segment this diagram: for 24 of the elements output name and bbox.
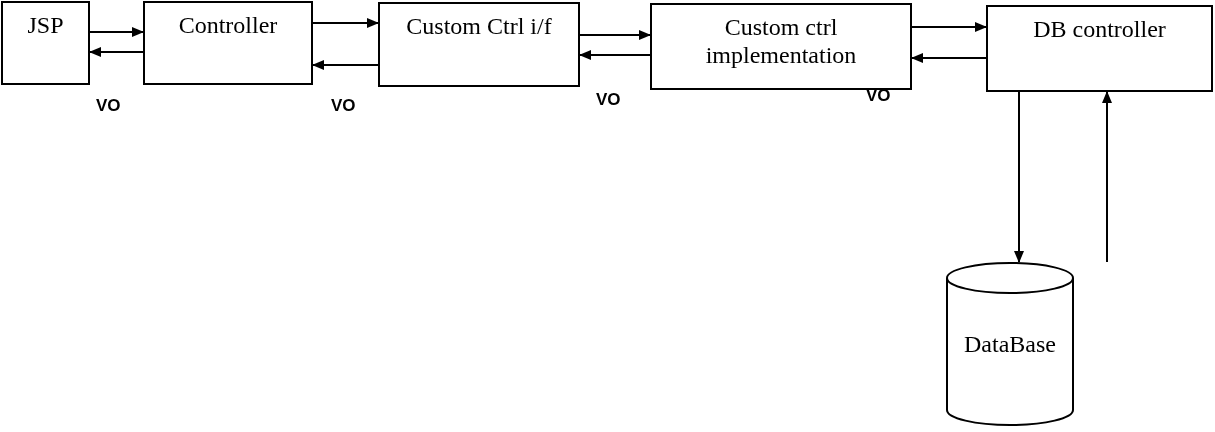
node-label: Controller: [177, 11, 279, 39]
node-label: Custom ctrl implementation: [704, 13, 858, 69]
node-label: JSP: [26, 11, 65, 39]
node-label: DB controller: [1032, 15, 1167, 43]
node-label: DataBase: [963, 330, 1057, 358]
data-label: VO: [331, 96, 356, 116]
node-label: Custom Ctrl i/f: [405, 12, 553, 40]
arrow: [312, 18, 379, 28]
process-box: [650, 3, 912, 90]
arrow: [89, 47, 144, 57]
process-box: [986, 5, 1213, 92]
arrow: [911, 22, 987, 32]
arrow: [89, 27, 144, 37]
process-box: [378, 2, 580, 87]
arrow: [1102, 91, 1112, 263]
arrow: [1014, 91, 1024, 263]
arrow: [579, 30, 651, 40]
data-label: VO: [596, 90, 621, 110]
arrow: [579, 50, 651, 60]
arrow: [312, 60, 379, 70]
process-box: [143, 1, 313, 85]
arrow: [911, 53, 987, 63]
process-box: [1, 1, 90, 85]
data-label: VO: [96, 96, 121, 116]
